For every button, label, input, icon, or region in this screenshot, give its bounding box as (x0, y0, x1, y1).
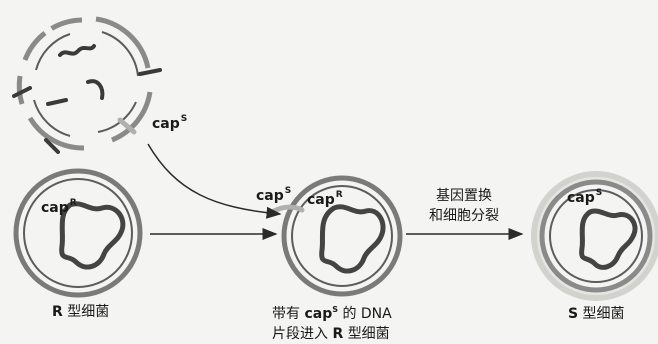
arrow-label-line2: 和细胞分裂 (418, 206, 510, 226)
cap-s-label-s-bacterium: capS (567, 188, 602, 206)
dna-fragment (88, 81, 102, 98)
caption-s-bacteria: S 型细菌 (568, 304, 625, 324)
cap-s-label-entering: capS (256, 186, 291, 204)
cap-s-label-lysed: capS (152, 114, 187, 132)
caption-r-bacteria: R 型细菌 (52, 302, 109, 322)
r-bacterium (16, 171, 140, 295)
cap-r-label-r-bacterium: capR (41, 198, 77, 216)
dna-fragment (60, 46, 94, 55)
dna-fragment (140, 70, 160, 74)
arrow-label-line1: 基因置换 (418, 186, 510, 206)
lysed-s-bacterium (14, 19, 160, 152)
cap-r-label-recipient: capR (307, 190, 343, 208)
dna-fragment (48, 100, 66, 104)
replacement-arrow-label: 基因置换 和细胞分裂 (418, 186, 510, 226)
caption-middle: 带有 capS 的 DNA 片段进入 R 型细菌 (272, 300, 392, 344)
caption-middle-line2: 片段进入 R 型细菌 (272, 324, 392, 344)
caption-middle-line1: 带有 capS 的 DNA (272, 300, 392, 324)
